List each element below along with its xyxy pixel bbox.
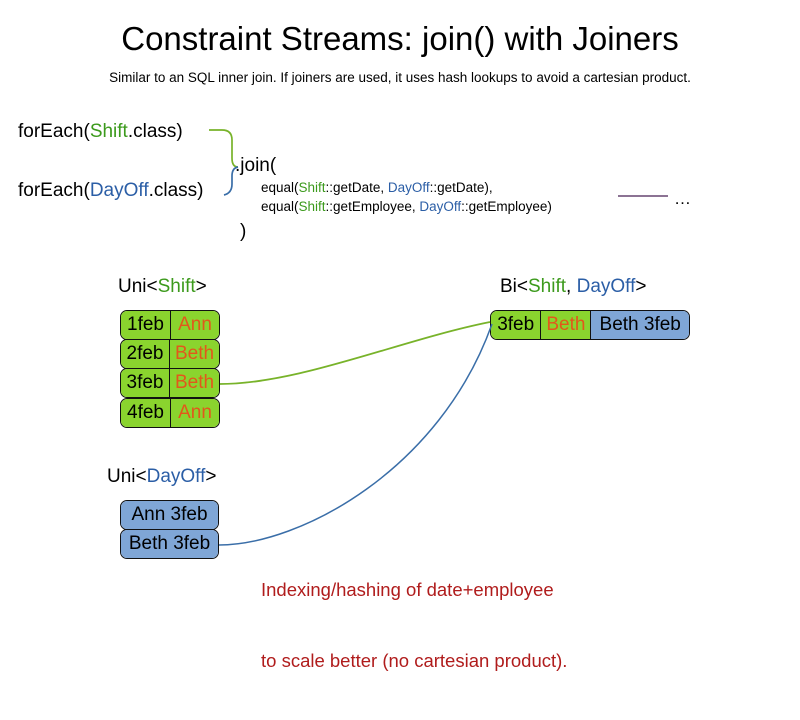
code-foreach-shift-prefix: forEach( bbox=[18, 121, 90, 142]
equal-employee-right-type: DayOff bbox=[419, 199, 462, 214]
label-bi-suffix: > bbox=[635, 276, 647, 297]
label-bi-type-b: DayOff bbox=[576, 276, 636, 297]
shift-fact-box: 1feb Ann bbox=[120, 310, 220, 340]
label-bi: Bi<Shift, DayOff> bbox=[500, 276, 646, 298]
bi-fact-date: 3feb bbox=[491, 311, 541, 339]
label-uni-shift-type: Shift bbox=[157, 276, 196, 297]
shift-fact-date: 1feb bbox=[121, 311, 170, 339]
label-bi-prefix: Bi< bbox=[500, 276, 528, 297]
connector-shift-to-bi bbox=[219, 321, 491, 385]
label-uni-shift-prefix: Uni< bbox=[118, 276, 158, 297]
equal-date-prefix: equal( bbox=[261, 180, 299, 195]
equal-date-left-method: ::getDate, bbox=[325, 180, 388, 195]
code-join-open: .join( bbox=[235, 155, 277, 176]
code-foreach-dayoff-type: DayOff bbox=[89, 180, 149, 201]
shift-fact-employee: Ann bbox=[169, 399, 219, 427]
annotation-line-2: to scale better (no cartesian product). bbox=[261, 650, 568, 672]
shift-fact-date: 2feb bbox=[121, 340, 169, 368]
shift-fact-box: 3feb Beth bbox=[120, 368, 220, 398]
equal-employee-prefix: equal( bbox=[261, 199, 299, 214]
label-uni-dayoff: Uni<DayOff> bbox=[107, 466, 217, 488]
shift-fact-box: 2feb Beth bbox=[120, 339, 220, 369]
equal-employee-left-type: Shift bbox=[298, 199, 326, 214]
slide-canvas: Constraint Streams: join() with Joiners … bbox=[18, 20, 691, 671]
code-join-close: ) bbox=[240, 221, 247, 242]
shift-fact-employee: Beth bbox=[169, 369, 219, 397]
label-uni-shift-suffix: > bbox=[195, 276, 207, 297]
code-foreach-shift: forEach(Shift.class) bbox=[18, 121, 183, 143]
label-bi-separator: , bbox=[566, 276, 577, 297]
equal-date-right-type: DayOff bbox=[387, 180, 430, 195]
label-uni-dayoff-type: DayOff bbox=[146, 466, 206, 487]
connector-dayoff-to-bi bbox=[218, 323, 493, 546]
equal-employee-right-method: ::getEmployee) bbox=[461, 199, 552, 214]
code-foreach-dayoff-suffix: .class) bbox=[148, 180, 204, 201]
code-ellipsis: … bbox=[674, 189, 691, 208]
code-foreach-dayoff-prefix: forEach( bbox=[18, 180, 90, 201]
label-bi-type-a: Shift bbox=[528, 276, 567, 297]
bi-fact-dayoff: Beth 3feb bbox=[590, 311, 689, 339]
label-uni-dayoff-suffix: > bbox=[205, 466, 217, 487]
shift-fact-date: 4feb bbox=[121, 399, 170, 427]
label-uni-dayoff-prefix: Uni< bbox=[107, 466, 147, 487]
shift-fact-date: 3feb bbox=[121, 369, 169, 397]
code-foreach-shift-type: Shift bbox=[89, 121, 128, 142]
code-equal-date: equal(Shift::getDate, DayOff::getDate), bbox=[261, 180, 493, 195]
bi-fact-employee: Beth bbox=[540, 311, 591, 339]
annotation-text: Indexing/hashing of date+employee to sca… bbox=[261, 531, 567, 720]
code-foreach-dayoff: forEach(DayOff.class) bbox=[18, 180, 204, 202]
slide-subtitle: Similar to an SQL inner join. If joiners… bbox=[109, 70, 691, 85]
shift-fact-box: 4feb Ann bbox=[120, 398, 220, 428]
dayoff-fact-text: Beth 3feb bbox=[121, 530, 218, 558]
dayoff-fact-box: Beth 3feb bbox=[120, 529, 219, 559]
dayoff-fact-box: Ann 3feb bbox=[120, 500, 219, 530]
equal-date-left-type: Shift bbox=[298, 180, 326, 195]
shift-fact-employee: Beth bbox=[169, 340, 219, 368]
equal-employee-left-method: ::getEmployee, bbox=[325, 199, 420, 214]
brace-shift-to-join bbox=[209, 129, 239, 168]
annotation-line-1: Indexing/hashing of date+employee bbox=[261, 579, 554, 601]
label-uni-shift: Uni<Shift> bbox=[118, 276, 207, 298]
dayoff-fact-text: Ann 3feb bbox=[121, 501, 218, 529]
code-foreach-shift-suffix: .class) bbox=[127, 121, 183, 142]
code-equal-employee: equal(Shift::getEmployee, DayOff::getEmp… bbox=[261, 199, 552, 214]
shift-fact-employee: Ann bbox=[169, 311, 219, 339]
equal-date-right-method: ::getDate), bbox=[429, 180, 493, 195]
slide-title: Constraint Streams: join() with Joiners bbox=[121, 20, 679, 57]
bi-fact-box: 3feb Beth Beth 3feb bbox=[490, 310, 690, 340]
